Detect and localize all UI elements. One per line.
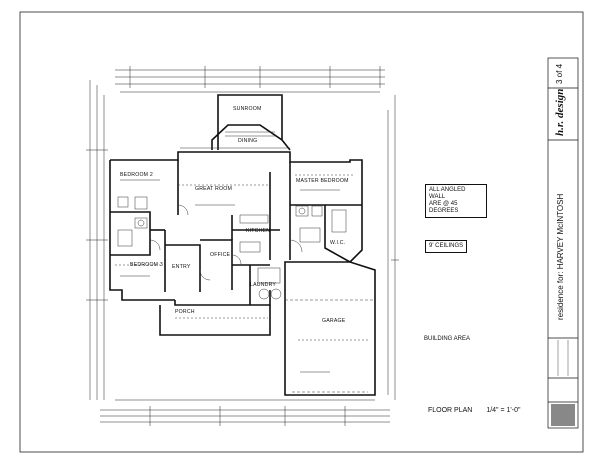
floor-plan-title: FLOOR PLAN 1/4" = 1'-0" bbox=[428, 407, 520, 414]
room-label-laundry: LAUNDRY bbox=[250, 282, 276, 288]
room-label-bedroom2: BEDROOM 2 bbox=[120, 172, 153, 178]
angled-wall-note-line2: ARE @ 45 DEGREES bbox=[429, 201, 459, 214]
walls bbox=[109, 94, 376, 396]
room-label-master-bedroom: MASTER BEDROOM bbox=[296, 178, 349, 184]
floor-plan-label: FLOOR PLAN bbox=[428, 407, 473, 414]
angled-wall-note-line1: ALL ANGLED WALL bbox=[429, 187, 466, 200]
title-block-logo-bar bbox=[551, 404, 575, 426]
room-label-sunroom: SUNROOM bbox=[233, 106, 262, 112]
ceilings-note-text: 9' CEILINGS bbox=[429, 243, 464, 249]
room-label-bedroom3: BEDROOM 3 bbox=[130, 262, 163, 268]
sheet-number-text: 3 of 4 bbox=[555, 63, 564, 84]
residence-title-text: residence for: HARVEY McINTOSH bbox=[556, 193, 565, 320]
building-area-title: BUILDING AREA bbox=[424, 336, 471, 342]
room-label-kitchen: KITCHEN bbox=[246, 228, 270, 234]
room-label-office: OFFICE bbox=[210, 252, 231, 258]
sheet-number: 3 of 4 bbox=[555, 64, 564, 84]
room-label-porch: PORCH bbox=[175, 309, 195, 315]
fixtures bbox=[115, 131, 375, 393]
room-label-garage: GARAGE bbox=[322, 318, 346, 324]
room-label-wic: W.I.C. bbox=[330, 240, 345, 246]
angled-wall-note: ALL ANGLED WALL ARE @ 45 DEGREES bbox=[425, 184, 487, 218]
firm-logo-text: h.r. design bbox=[554, 88, 566, 136]
room-labels: SUNROOM DINING BEDROOM 2 GREAT ROOM MAST… bbox=[120, 106, 349, 324]
dimension-lines bbox=[86, 66, 399, 426]
firm-logo: h.r. design bbox=[554, 89, 566, 136]
title-block-frame bbox=[547, 57, 579, 429]
residence-title: residence for: HARVEY McINTOSH bbox=[556, 194, 565, 320]
ceilings-note: 9' CEILINGS bbox=[425, 240, 468, 253]
sheet-border bbox=[19, 11, 584, 453]
room-label-dining: DINING bbox=[238, 138, 257, 144]
floor-plan-scale: 1/4" = 1'-0" bbox=[486, 407, 521, 414]
room-label-entry: ENTRY bbox=[172, 264, 191, 270]
room-label-great-room: GREAT ROOM bbox=[195, 186, 232, 192]
building-area-label: BUILDING AREA bbox=[424, 336, 470, 343]
